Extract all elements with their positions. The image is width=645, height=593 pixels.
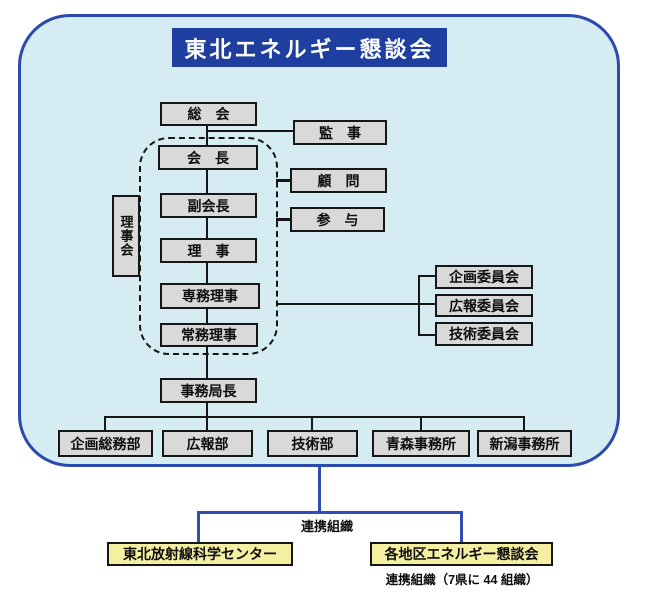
connector-line — [206, 347, 208, 378]
box-dept-technical: 技術部 — [267, 430, 358, 457]
box-advisor: 顧 問 — [290, 168, 387, 193]
connector-line — [206, 218, 208, 238]
connector-line — [207, 130, 293, 132]
blue-connector-line — [460, 511, 463, 542]
box-regional-councils: 各地区エネルギー懇談会 — [370, 542, 553, 566]
connector-line — [206, 126, 208, 145]
org-title: 東北エネルギー懇談会 — [172, 28, 447, 67]
connector-line — [206, 308, 208, 323]
box-dept-pr: 広報部 — [162, 430, 253, 457]
board-outline — [139, 137, 278, 355]
connector-line — [206, 403, 208, 417]
box-committee-pr: 広報委員会 — [435, 294, 533, 317]
connector-line — [276, 179, 290, 182]
box-committee-technical: 技術委員会 — [435, 322, 533, 346]
connector-line — [420, 334, 435, 336]
connector-line — [104, 416, 525, 418]
blue-connector-line — [197, 511, 463, 514]
blue-connector-line — [197, 511, 200, 542]
box-director: 理 事 — [160, 238, 257, 263]
box-general-meeting: 総 会 — [160, 102, 257, 126]
box-office-aomori: 青森事務所 — [372, 430, 470, 457]
connector-line — [278, 303, 435, 305]
box-auditor: 監 事 — [293, 120, 387, 145]
connector-line — [206, 416, 208, 430]
box-executive-director: 専務理事 — [160, 283, 260, 309]
connector-line — [104, 416, 106, 430]
main-panel — [18, 14, 620, 467]
box-radiation-center: 東北放射線科学センター — [107, 542, 293, 566]
box-counselor: 参 与 — [290, 207, 385, 232]
box-managing-director: 常務理事 — [160, 323, 258, 347]
connector-line — [206, 170, 208, 193]
box-committee-planning: 企画委員会 — [435, 265, 533, 289]
box-office-niigata: 新潟事務所 — [477, 430, 572, 457]
connector-line — [420, 416, 422, 430]
connector-line — [206, 263, 208, 283]
regional-councils-caption: 連携組織（7県に 44 組織） — [385, 573, 539, 587]
connector-line — [523, 416, 525, 430]
box-vice-chairman: 副会長 — [160, 193, 257, 218]
affiliation-label: 連携組織 — [300, 519, 353, 534]
box-chairman: 会 長 — [158, 145, 258, 170]
box-board-council: 理事会 — [112, 195, 140, 277]
box-secretary-general: 事務局長 — [160, 378, 257, 403]
connector-line — [276, 218, 290, 221]
connector-line — [418, 275, 420, 336]
connector-line — [311, 416, 313, 430]
box-dept-planning-general: 企画総務部 — [58, 430, 153, 457]
connector-line — [420, 275, 435, 277]
blue-connector-line — [318, 466, 321, 513]
